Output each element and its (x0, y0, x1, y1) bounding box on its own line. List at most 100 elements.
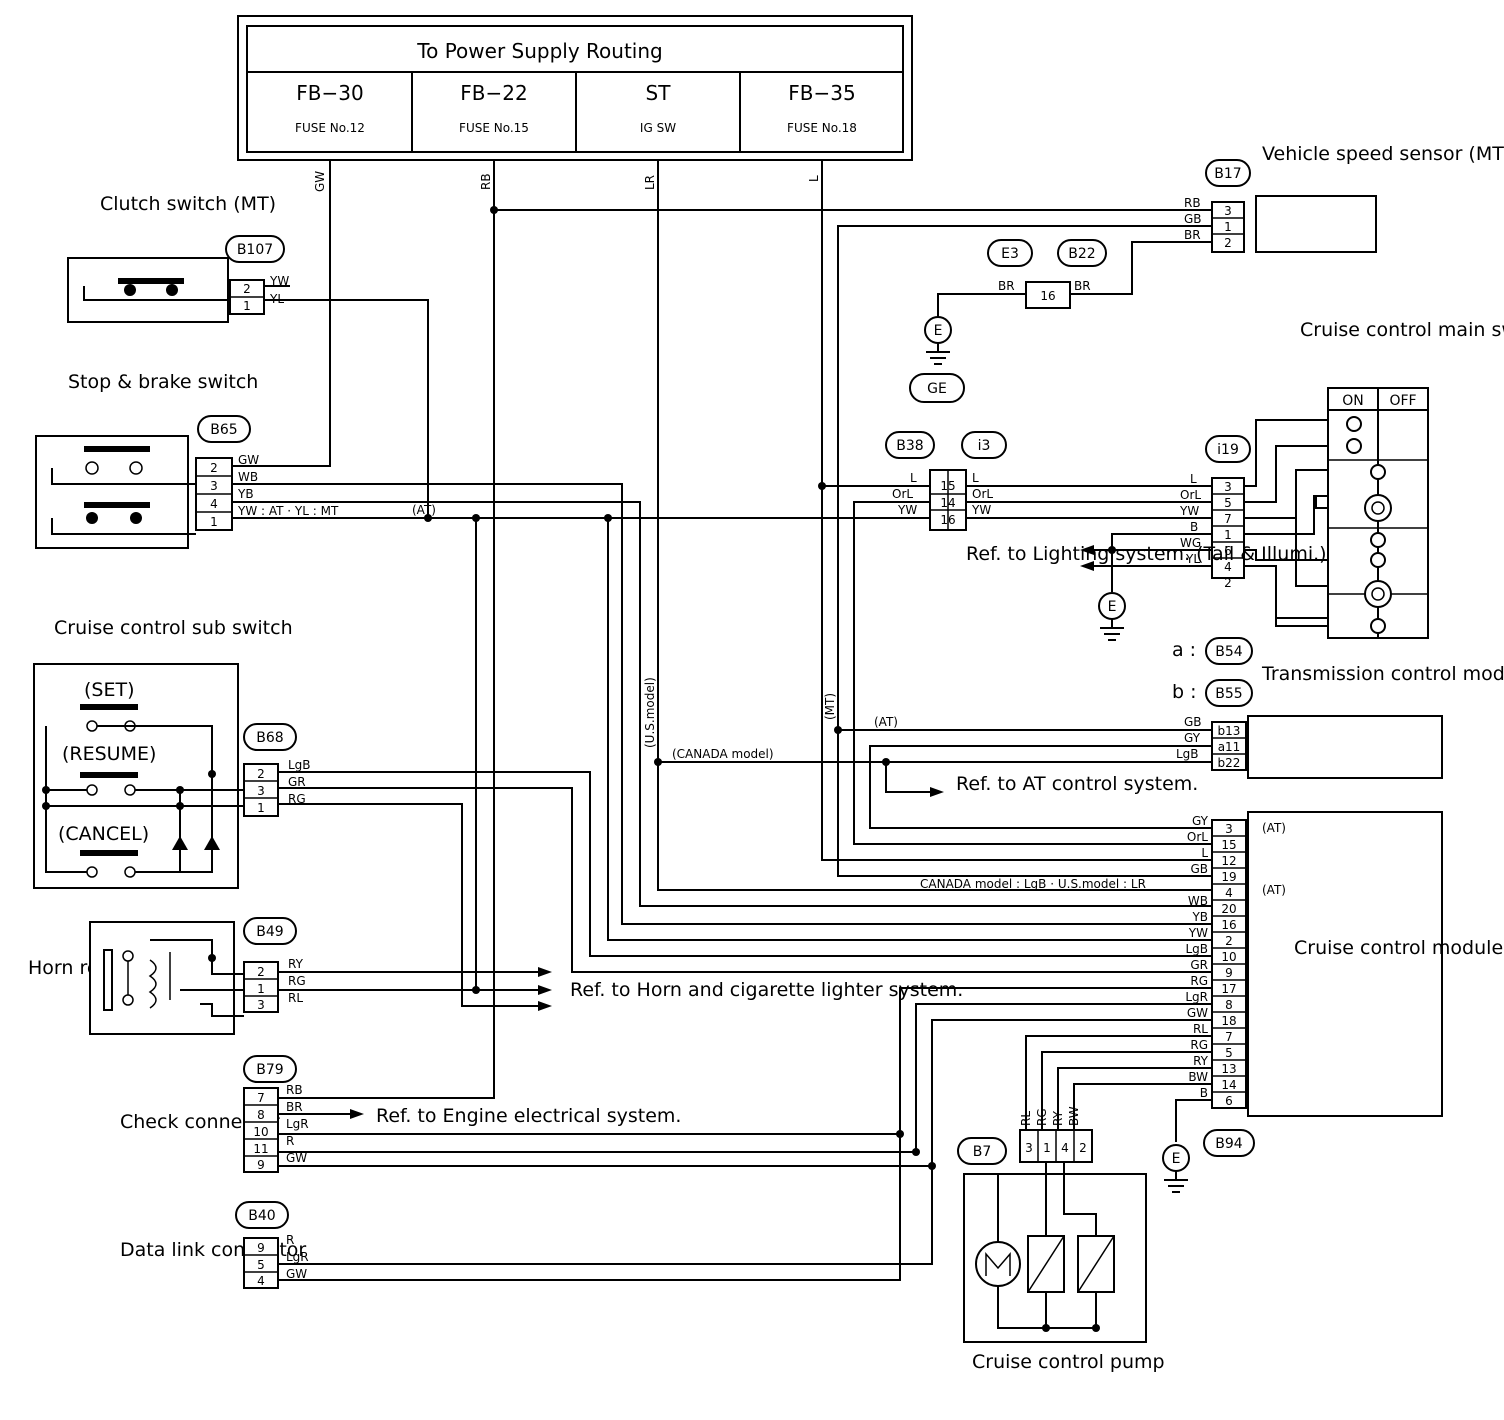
ccm-pin-number: 16 (1221, 918, 1236, 932)
svg-text:3: 3 (257, 998, 265, 1012)
connector-i19-block: 3 5 7 1 6 4 2 L OrL YW B WG YL i19 E Ref… (966, 435, 1327, 641)
svg-text:a :: a : (1172, 639, 1196, 661)
connector-b40: B40 (248, 1208, 275, 1224)
svg-text:(SET): (SET) (84, 679, 135, 701)
svg-text:2: 2 (1079, 1141, 1087, 1155)
ref-engine: Ref. to Engine electrical system. (376, 1105, 681, 1127)
svg-text:RB: RB (1184, 196, 1201, 210)
ccm-pin-number: 13 (1221, 1062, 1236, 1076)
svg-text:(CANCEL): (CANCEL) (58, 823, 149, 845)
off-label: OFF (1389, 393, 1416, 409)
svg-text:GB: GB (1184, 212, 1202, 226)
ccm-wire-color: WB (1188, 894, 1208, 908)
ccm-pin-number: 9 (1225, 966, 1233, 980)
svg-text:b :: b : (1172, 681, 1197, 703)
ground-b94: E B94 (1162, 1129, 1255, 1193)
svg-text:3: 3 (210, 479, 218, 493)
connector-b7: B7 (973, 1144, 992, 1160)
svg-text:LgR: LgR (286, 1117, 309, 1131)
connector-b55: B55 (1215, 686, 1242, 702)
ccm-wire-color: LgB (1185, 942, 1208, 956)
svg-text:5: 5 (257, 1258, 265, 1272)
st-label: ST (646, 81, 672, 105)
canada-model-note: (CANADA model) (672, 747, 774, 761)
connector-b79: B79 (256, 1062, 283, 1078)
svg-text:RL: RL (288, 991, 303, 1005)
fb35-label: FB−35 (788, 81, 855, 105)
svg-text:YW: YW (269, 274, 289, 288)
ccm-wire-color: YW (1188, 926, 1208, 940)
svg-text:L: L (1190, 472, 1197, 486)
svg-text:LgB: LgB (288, 758, 311, 772)
cruise-control-module: Cruise control module (AT) (AT) CANADA m… (920, 811, 1503, 1117)
main-switch: Cruise control main switch ON OFF (1275, 319, 1504, 639)
igsw-label: IG SW (640, 121, 676, 135)
svg-text:LgB: LgB (1176, 747, 1199, 761)
ccm-pin-number: 6 (1225, 1094, 1233, 1108)
sub-switch-label: Cruise control sub switch (54, 617, 293, 639)
data-link-connector: Data link connector 9 5 4 R LgR GW B40 (120, 1201, 309, 1289)
on-label: ON (1342, 393, 1364, 409)
ref-horn: Ref. to Horn and cigarette lighter syste… (570, 979, 963, 1001)
svg-text:E: E (934, 323, 943, 339)
ccm-note: CANADA model : LgB · U.S.model : LR (920, 877, 1146, 891)
svg-text:2: 2 (243, 282, 251, 296)
svg-text:YW: YW (897, 503, 917, 517)
ccm-pin-number: 8 (1225, 998, 1233, 1012)
svg-text:a11: a11 (1218, 740, 1241, 754)
ccm-wire-color: B (1200, 1086, 1208, 1100)
svg-text:4: 4 (210, 497, 218, 511)
ccm-pin-number: 10 (1221, 950, 1236, 964)
svg-text:(RESUME): (RESUME) (62, 743, 156, 765)
ccm-pin-number: 2 (1225, 934, 1233, 948)
svg-text:OrL: OrL (1180, 488, 1201, 502)
stop-brake-label: Stop & brake switch (68, 371, 258, 393)
svg-text:(AT): (AT) (1262, 821, 1286, 835)
fuse12-label: FUSE No.12 (295, 121, 365, 135)
clutch-switch-label: Clutch switch (MT) (100, 193, 276, 215)
svg-text:2: 2 (1224, 236, 1232, 250)
svg-text:YL: YL (1185, 552, 1200, 566)
ccm-pin-number: 17 (1221, 982, 1236, 996)
connector-b65: B65 (210, 422, 237, 438)
stop-brake-switch: Stop & brake switch 2 3 4 1 GW WB YB YW … (35, 371, 436, 549)
mt-note: (MT) (823, 693, 837, 720)
svg-text:(AT): (AT) (1262, 883, 1286, 897)
wire-label-l: L (807, 175, 821, 182)
svg-text:b22: b22 (1218, 756, 1241, 770)
svg-text:WB: WB (238, 470, 258, 484)
ccm-pin-list: 3GY15OrL12L19GB420WB16YB2YW10LgB9GR17RG8… (1185, 814, 1246, 1108)
svg-text:15: 15 (940, 479, 955, 493)
svg-text:OrL: OrL (892, 487, 913, 501)
b65-note: YW : AT · YL : MT (237, 504, 339, 518)
svg-text:GB: GB (1184, 715, 1202, 729)
power-supply-title: To Power Supply Routing (416, 39, 662, 63)
connector-b68: B68 (256, 730, 283, 746)
sub-switch: Cruise control sub switch (SET) (RESUME)… (33, 617, 311, 889)
fb22-label: FB−22 (460, 81, 527, 105)
vss-label: Vehicle speed sensor (MT) (1262, 143, 1504, 165)
svg-text:9: 9 (257, 1158, 265, 1172)
cruise-control-pump: 3 1 4 2 RL RG RY BW B7 Cruise control pu… (957, 1106, 1165, 1373)
svg-text:E: E (1172, 1151, 1181, 1167)
ccm-pin-number: 18 (1221, 1014, 1236, 1028)
svg-text:GY: GY (1184, 731, 1201, 745)
svg-text:RY: RY (288, 957, 304, 971)
connector-b22: B22 (1068, 246, 1095, 262)
ccm-pin-number: 15 (1221, 838, 1236, 852)
connector-i19: i19 (1217, 442, 1239, 458)
svg-text:BR: BR (1074, 279, 1091, 293)
ccm-wire-color: BW (1188, 1070, 1208, 1084)
fuse18-label: FUSE No.18 (787, 121, 857, 135)
svg-text:14: 14 (940, 496, 955, 510)
svg-text:3: 3 (1224, 480, 1232, 494)
ccm-pin-number: 12 (1221, 854, 1236, 868)
power-supply-box: To Power Supply Routing FB−30 FUSE No.12… (237, 15, 913, 161)
ccm-pin-number: 5 (1225, 1046, 1233, 1060)
e3-b22-junction: 16 BR BR E3 B22 E GE (909, 239, 1107, 403)
svg-text:RG: RG (1035, 1108, 1049, 1126)
svg-text:BR: BR (998, 279, 1015, 293)
tcm: a : B54 b : B55 Transmission control mod… (643, 637, 1504, 795)
svg-text:L: L (910, 471, 917, 485)
wires (232, 160, 1328, 1281)
